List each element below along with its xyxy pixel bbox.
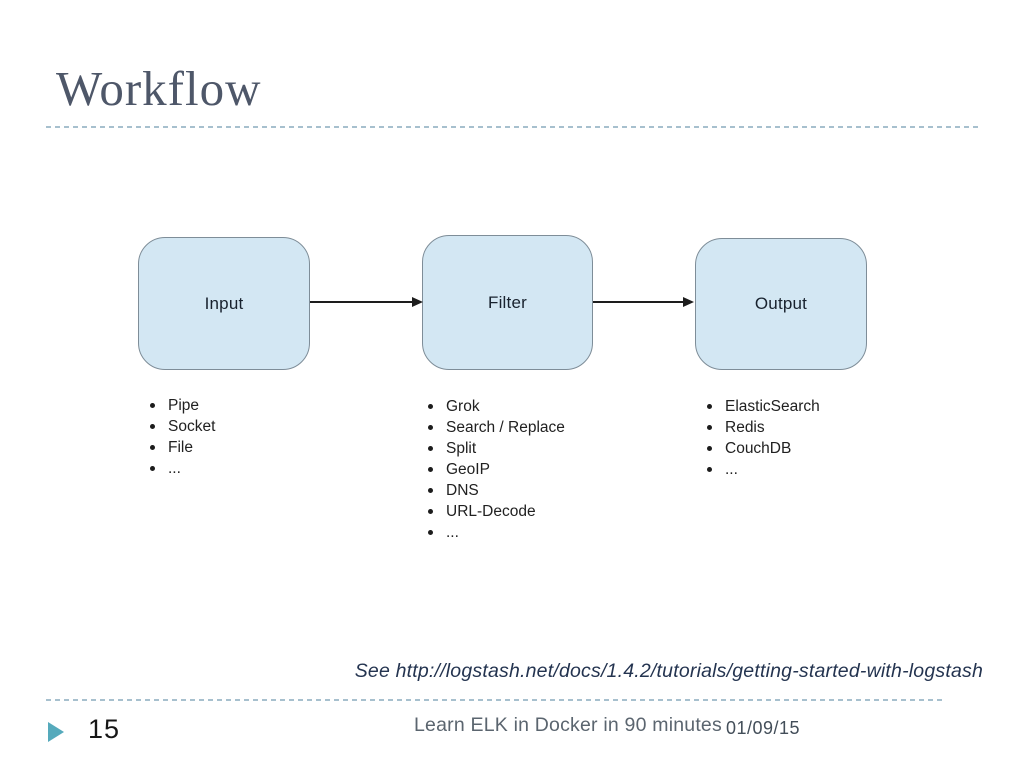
list-item: Search / Replace: [427, 417, 565, 438]
list-item: ElasticSearch: [706, 396, 820, 417]
list-item: Grok: [427, 396, 565, 417]
node-input-label: Input: [204, 293, 244, 313]
list-item: Socket: [149, 416, 215, 437]
arrow-shaft: [310, 301, 412, 303]
list-item: Pipe: [149, 395, 215, 416]
list-item: ...: [427, 522, 565, 543]
arrow-head: [412, 297, 423, 307]
footer-divider: [46, 699, 943, 701]
list-item: CouchDB: [706, 438, 820, 459]
play-triangle-icon: [48, 722, 64, 742]
node-filter-label: Filter: [488, 292, 527, 312]
node-output: Output: [695, 238, 867, 370]
footer-title: Learn ELK in Docker in 90 minutes: [414, 714, 722, 736]
arrow-right-icon: [593, 296, 694, 308]
list-item: ...: [149, 458, 215, 479]
title-divider: [46, 126, 980, 128]
list-item: Split: [427, 438, 565, 459]
node-input: Input: [138, 237, 310, 370]
arrow-right-icon: [310, 296, 423, 308]
footer-date: 01/09/15: [726, 718, 801, 738]
node-output-label: Output: [754, 294, 808, 313]
arrow-shaft: [593, 301, 683, 303]
arrow-head: [683, 297, 694, 307]
list-item: DNS: [427, 480, 565, 501]
list-item: GeoIP: [427, 459, 565, 480]
slide-number: 15: [88, 714, 121, 744]
list-item: File: [149, 437, 215, 458]
list-item: Redis: [706, 417, 820, 438]
list-item: ...: [706, 459, 820, 480]
reference-link[interactable]: See http://logstash.net/docs/1.4.2/tutor…: [354, 660, 983, 682]
list-item: URL-Decode: [427, 501, 565, 522]
page-title: Workflow: [56, 61, 262, 116]
node-filter: Filter: [422, 235, 593, 370]
